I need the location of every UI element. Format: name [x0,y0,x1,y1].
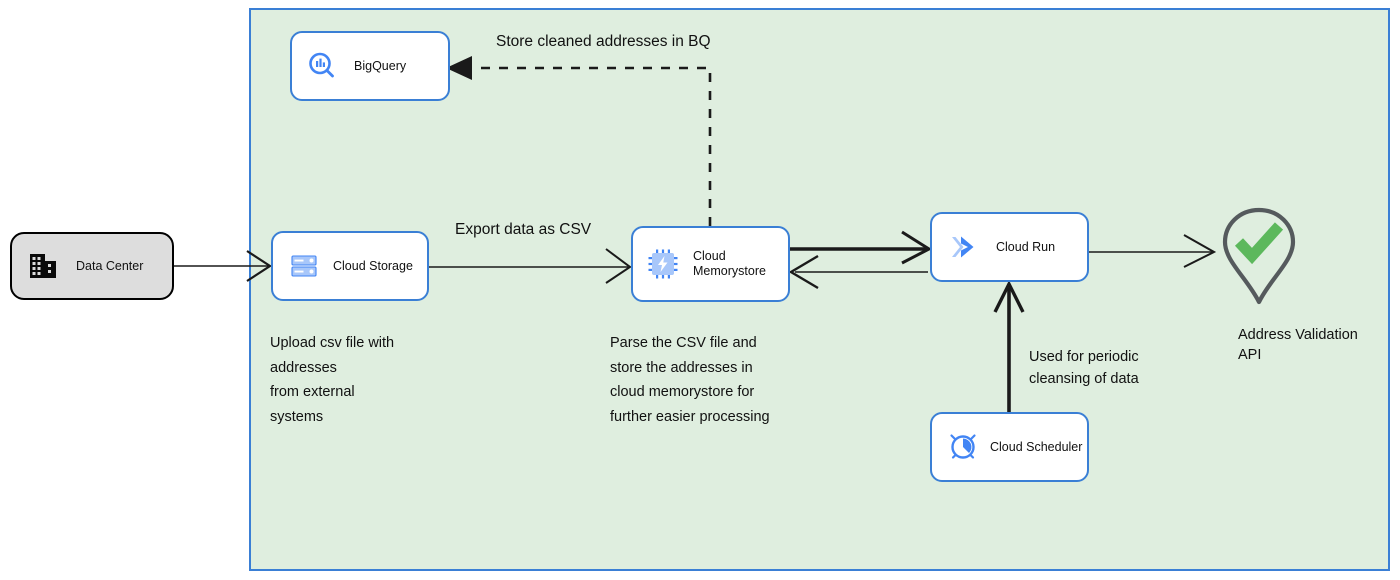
node-label-address-validation-api: Address Validation API [1238,327,1358,363]
annotation-parse-csv-file: Parse the CSV file and store the address… [610,335,770,425]
node-label-cloud-run: Cloud Run [996,239,1056,254]
node-label-cloud-memorystore: Cloud Memorystore [693,249,766,278]
annotation-store-cleaned-addresses-in-bq: Store cleaned addresses in BQ [496,33,711,50]
node-label-cloud-storage: Cloud Storage [333,258,413,273]
node-cloud-memorystore[interactable]: Cloud Memorystore [631,226,790,302]
bigquery-icon [306,50,338,82]
annotation-used-for-periodic-cleansing: Used for periodic cleansing of data [1029,349,1139,387]
edge-cloudstorage-to-memorystore [429,248,632,284]
edge-memorystore-to-cloudrun [790,230,933,265]
cloud-storage-icon [289,251,319,281]
data-center-building-icon [28,251,58,281]
node-bigquery[interactable]: BigQuery [290,31,450,101]
edge-datacenter-to-cloudstorage [174,250,273,282]
annotation-export-data-as-csv: Export data as CSV [455,221,592,238]
map-pin-check-icon [1222,207,1296,305]
edge-memorystore-to-bigquery [446,56,712,226]
cloud-memorystore-icon [647,248,679,280]
cloud-scheduler-icon [946,431,980,463]
node-cloud-run[interactable]: Cloud Run [930,212,1089,282]
node-label-bigquery: BigQuery [354,58,407,73]
google-cloud-boundary [249,8,1390,571]
node-label-data-center: Data Center [76,258,144,273]
edge-cloudscheduler-to-cloudrun [993,280,1025,412]
edge-cloudrun-to-memorystore [788,254,928,290]
node-cloud-storage[interactable]: Cloud Storage [271,231,429,301]
node-address-validation-api[interactable] [1219,206,1299,306]
edge-cloudrun-to-addressvalidation [1089,234,1217,268]
node-label-cloud-scheduler: Cloud Scheduler [990,439,1083,454]
annotation-upload-csv-file: Upload csv file with addresses from exte… [270,335,395,425]
cloud-run-icon [948,232,982,262]
node-cloud-scheduler[interactable]: Cloud Scheduler [930,412,1089,482]
node-data-center[interactable]: Data Center [10,232,174,300]
